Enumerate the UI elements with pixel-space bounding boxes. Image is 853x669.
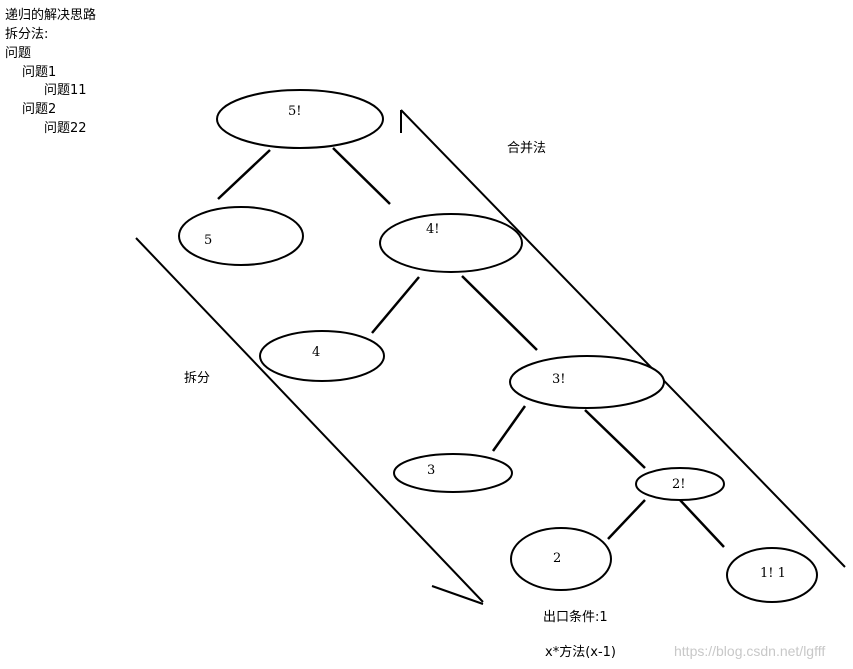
edge-4f-3f xyxy=(461,275,538,351)
node-3-label: 3 xyxy=(427,463,435,478)
split-arrow-shaft xyxy=(135,237,484,603)
edge-5f-4f xyxy=(332,147,391,205)
edge-4f-4 xyxy=(371,276,420,334)
outline-sub1: 问题1 xyxy=(22,65,56,80)
node-4 xyxy=(259,330,385,382)
watermark: https://blog.csdn.net/lgfff xyxy=(674,643,825,659)
node-5-factorial xyxy=(216,89,384,149)
exit-condition-label: 出口条件:1 xyxy=(543,609,608,625)
outline-sub2: 问题2 xyxy=(22,102,56,117)
node-3-factorial-label: 3! xyxy=(552,372,566,387)
node-2 xyxy=(510,527,612,591)
edge-3f-3 xyxy=(491,405,527,452)
node-2-factorial-label: 2! xyxy=(672,477,686,492)
node-4-factorial xyxy=(379,213,523,273)
merge-arrow-shaft xyxy=(400,109,846,568)
node-3 xyxy=(393,453,513,493)
split-arrow-head xyxy=(431,585,484,605)
edge-2f-1f xyxy=(679,499,725,548)
node-4-label: 4 xyxy=(312,345,320,360)
merge-label: 合并法 xyxy=(507,141,546,156)
node-1-factorial xyxy=(726,547,818,603)
outline-problem: 问题 xyxy=(5,46,31,61)
split-label: 拆分 xyxy=(184,371,210,386)
node-4-factorial-label: 4! xyxy=(426,222,440,237)
outline-method: 拆分法: xyxy=(5,27,48,42)
outline-title: 递归的解决思路 xyxy=(5,7,96,23)
node-3-factorial xyxy=(509,355,665,409)
outline-sub11: 问题11 xyxy=(44,83,87,98)
node-2-label: 2 xyxy=(553,551,561,566)
node-1-factorial-label: 1! 1 xyxy=(760,566,786,581)
node-5-label: 5 xyxy=(204,233,212,248)
edge-2f-2 xyxy=(607,499,646,540)
outline-sub22: 问题22 xyxy=(44,121,87,136)
node-5-factorial-label: 5! xyxy=(288,104,302,119)
node-2-factorial xyxy=(635,467,725,501)
edge-5f-5 xyxy=(217,149,271,200)
formula-label: x*方法(x-1) xyxy=(545,644,616,660)
edge-3f-2f xyxy=(584,409,646,469)
node-5 xyxy=(178,206,304,266)
